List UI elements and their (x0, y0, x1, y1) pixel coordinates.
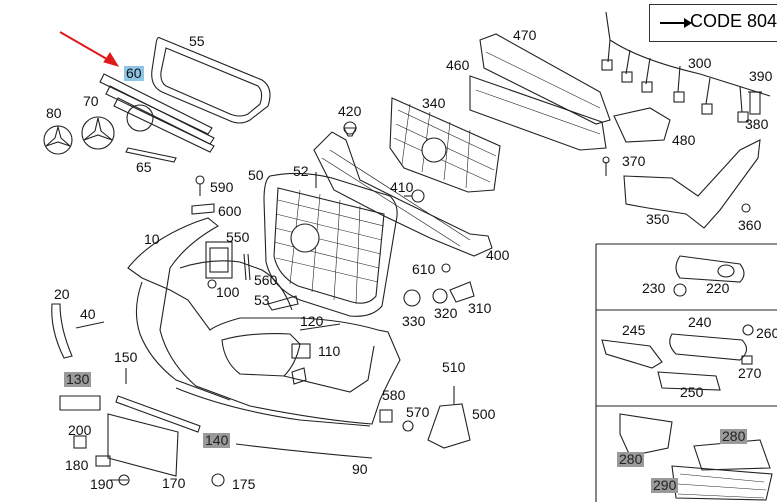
callout-200: 200 (68, 422, 92, 438)
cover-280a (619, 413, 673, 457)
bracket-480 (613, 107, 671, 143)
bracket-500 (427, 403, 471, 449)
callout-340: 340 (422, 95, 446, 111)
carrier-400 (313, 131, 493, 257)
callout-100: 100 (216, 284, 240, 300)
callout-590: 590 (210, 179, 234, 195)
callout-280: 280 (617, 451, 645, 467)
callout-280: 280 (720, 428, 748, 444)
callout-510: 510 (442, 359, 466, 375)
callout-290: 290 (651, 477, 679, 493)
callout-20: 20 (54, 286, 70, 302)
callout-240: 240 (688, 314, 712, 330)
callout-300: 300 (688, 55, 712, 71)
callout-10: 10 (144, 231, 160, 247)
callout-53: 53 (254, 292, 270, 308)
cover-280b (693, 439, 771, 471)
callout-330: 330 (402, 313, 426, 329)
callout-80: 80 (46, 105, 62, 121)
lamp-245 (601, 339, 663, 369)
callout-245: 245 (622, 322, 646, 338)
grille-insert-340 (389, 97, 501, 193)
callout-65: 65 (136, 159, 152, 175)
fog-bezel-220 (675, 255, 745, 283)
callout-260: 260 (756, 325, 777, 341)
callout-410: 410 (390, 179, 414, 195)
callout-130: 130 (64, 371, 92, 387)
callout-170: 170 (162, 475, 186, 491)
emblem-70 (81, 116, 115, 150)
callout-560: 560 (254, 272, 278, 288)
callout-70: 70 (83, 93, 99, 109)
callout-320: 320 (434, 305, 458, 321)
lamp-240 (669, 333, 748, 361)
callout-40: 40 (80, 306, 96, 322)
callout-180: 180 (65, 457, 89, 473)
callout-110: 110 (318, 343, 341, 359)
callout-610: 610 (412, 261, 436, 277)
callout-470: 470 (513, 27, 537, 43)
callout-270: 270 (738, 365, 762, 381)
lamp-250 (657, 371, 721, 391)
callout-140: 140 (203, 432, 231, 448)
callout-400: 400 (486, 247, 510, 263)
callout-250: 250 (680, 384, 704, 400)
absorber-460 (469, 75, 607, 151)
callout-120: 120 (300, 313, 324, 329)
side-molding-20 (51, 303, 73, 359)
bumper-cover-10 (127, 217, 401, 425)
callout-480: 480 (672, 132, 696, 148)
side-bracket-350 (623, 139, 761, 229)
callout-360: 360 (738, 217, 762, 233)
strip-140 (115, 395, 201, 433)
callout-580: 580 (382, 387, 406, 403)
callout-50: 50 (248, 167, 264, 183)
callout-460: 460 (446, 57, 470, 73)
callout-390: 390 (749, 68, 773, 84)
strip-65 (125, 147, 177, 163)
callout-380: 380 (745, 116, 769, 132)
main-grille-50 (263, 172, 398, 317)
callout-60: 60 (124, 65, 144, 81)
callout-370: 370 (622, 153, 646, 169)
callout-350: 350 (646, 211, 670, 227)
callout-55: 55 (189, 33, 205, 49)
emblem-80 (43, 125, 73, 155)
callout-550: 550 (226, 229, 250, 245)
code-label: CODE 804 (690, 11, 777, 31)
callout-175: 175 (232, 476, 256, 492)
beam-470 (479, 33, 611, 125)
callout-600: 600 (218, 203, 242, 219)
mesh-290 (671, 465, 773, 501)
callout-570: 570 (406, 404, 430, 420)
plate-bracket-170 (107, 413, 179, 477)
callout-150: 150 (114, 349, 138, 365)
callout-310: 310 (468, 300, 492, 316)
callout-52: 52 (293, 163, 309, 179)
pointer-arrow (59, 31, 120, 67)
callout-190: 190 (90, 476, 114, 492)
callout-500: 500 (472, 406, 496, 422)
sensor-550 (205, 241, 233, 279)
harness-300 (605, 11, 771, 97)
callout-230: 230 (642, 280, 666, 296)
grille-frame-55 (151, 37, 271, 124)
code-arrow-icon (660, 18, 692, 28)
callout-420: 420 (338, 103, 362, 119)
callout-220: 220 (706, 280, 730, 296)
callout-90: 90 (352, 461, 368, 477)
grille-louvres-60 (99, 73, 213, 135)
